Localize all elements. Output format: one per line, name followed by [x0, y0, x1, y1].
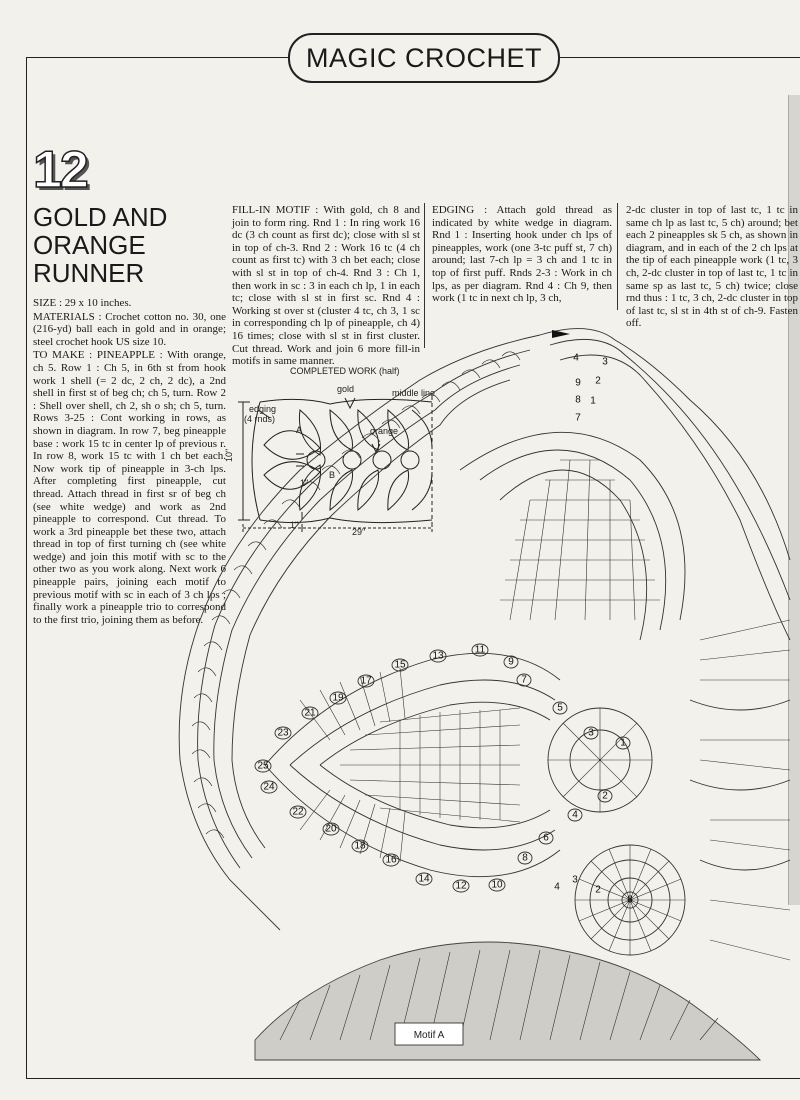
svg-text:13: 13	[432, 651, 444, 662]
svg-text:11: 11	[475, 645, 486, 656]
edging-number: 9	[575, 378, 581, 389]
svg-text:3: 3	[588, 728, 594, 739]
row-marker-9: 9	[503, 655, 519, 669]
orange-label: orange	[370, 426, 398, 436]
row-marker-13: 13	[429, 649, 447, 663]
row-marker-7: 7	[516, 673, 532, 687]
svg-text:10: 10	[491, 880, 503, 891]
edging-label: edging	[249, 404, 276, 414]
width-dimension: 29"	[352, 527, 365, 537]
binding-edge	[788, 95, 800, 905]
row-marker-12: 12	[452, 879, 470, 893]
row-marker-8: 8	[517, 851, 533, 865]
middle-line-label: middle line	[392, 388, 435, 398]
row-marker-10: 10	[488, 878, 506, 892]
crochet-chart: Motif A 4 3 9 2 8 1 7 25 24 23 22 21 20 …	[178, 328, 791, 1061]
svg-text:6: 6	[543, 833, 549, 844]
row-marker-6: 6	[538, 831, 554, 845]
small-dimension: 1"	[290, 520, 298, 530]
height-dimension: 10"	[224, 449, 234, 462]
svg-text:24: 24	[263, 782, 275, 793]
instructions-column-3: EDGING : Attach gold thread as indicated…	[432, 204, 612, 305]
pattern-title-line-1: GOLD AND	[33, 202, 168, 232]
instructions-column-2: FILL-IN MOTIF : With gold, ch 8 and join…	[232, 204, 420, 368]
row-marker-2: 2	[597, 789, 613, 803]
motif-round-number: 4	[554, 882, 560, 893]
row-marker-1: 1	[615, 736, 631, 750]
edging-rounds-label: (4 rnds)	[244, 414, 275, 424]
pattern-title-line-2: ORANGE	[33, 230, 146, 260]
svg-text:16: 16	[385, 855, 397, 866]
edging-number: 3	[602, 357, 608, 368]
row-marker-22: 22	[289, 805, 307, 819]
materials-paragraph: MATERIALS : Crochet cotton no. 30, one (…	[33, 310, 226, 348]
row-marker-11: 11	[471, 643, 489, 657]
pattern-number: 12	[32, 140, 89, 200]
region-b-label: B	[329, 470, 335, 480]
svg-text:12: 12	[455, 881, 467, 892]
column-rule	[424, 203, 425, 348]
row-marker-18: 18	[351, 839, 369, 853]
svg-text:2: 2	[602, 791, 608, 802]
fill-in-motif-paragraph: FILL-IN MOTIF : With gold, ch 8 and join…	[232, 204, 420, 368]
svg-text:21: 21	[304, 708, 316, 719]
completed-work-diagram: COMPLETED WORK (half) gold middle line e…	[224, 366, 435, 537]
svg-text:14: 14	[418, 874, 430, 885]
pattern-title: GOLD AND ORANGE RUNNER	[33, 203, 223, 287]
motif-round-number: 8	[627, 895, 633, 906]
svg-text:8: 8	[522, 853, 528, 864]
row-marker-17: 17	[357, 674, 375, 688]
instructions-column-4: 2-dc cluster in top of last tc, 1 tc in …	[626, 204, 798, 330]
motif-a-label: Motif A	[414, 1030, 445, 1041]
pattern-title-line-3: RUNNER	[33, 258, 145, 288]
row-marker-14: 14	[415, 872, 433, 886]
svg-text:19: 19	[332, 693, 344, 704]
edging-number: 1	[590, 396, 596, 407]
small-dimension-2: 1"	[300, 478, 308, 488]
svg-text:25: 25	[257, 761, 269, 772]
column-rule	[617, 203, 618, 310]
size-paragraph: SIZE : 29 x 10 inches.	[33, 297, 132, 309]
edging-number: 8	[575, 395, 581, 406]
magazine-title: MAGIC CROCHET	[288, 33, 560, 83]
motif-round-number: 2	[595, 885, 601, 896]
edging-number: 7	[575, 413, 581, 424]
svg-text:23: 23	[277, 728, 289, 739]
svg-text:15: 15	[394, 660, 406, 671]
row-number-markers: 25 24 23 22 21 20 19 18 17 16 15 14 13 1…	[254, 643, 631, 893]
svg-text:1: 1	[620, 738, 626, 749]
edging-continued-paragraph: 2-dc cluster in top of last tc, 1 tc in …	[626, 204, 798, 330]
row-marker-23: 23	[274, 726, 292, 740]
edging-paragraph: EDGING : Attach gold thread as indicated…	[432, 204, 612, 305]
row-marker-4: 4	[567, 808, 583, 822]
edging-number: 2	[595, 376, 601, 387]
row-marker-3: 3	[583, 726, 599, 740]
svg-text:17: 17	[360, 676, 372, 687]
row-marker-15: 15	[391, 658, 409, 672]
region-a-label: A	[296, 425, 302, 435]
svg-text:20: 20	[325, 824, 337, 835]
row-marker-25: 25	[254, 759, 272, 773]
to-make-paragraph: TO MAKE : PINEAPPLE : With orange, ch 5.…	[33, 349, 226, 626]
motif-round-number: 3	[572, 875, 578, 886]
svg-text:9: 9	[508, 657, 514, 668]
row-marker-21: 21	[301, 706, 319, 720]
row-marker-19: 19	[329, 691, 347, 705]
svg-text:22: 22	[292, 807, 304, 818]
svg-text:18: 18	[354, 841, 366, 852]
svg-text:7: 7	[521, 675, 527, 686]
instructions-column-1: SIZE : 29 x 10 inches. MATERIALS : Croch…	[33, 297, 226, 626]
svg-text:4: 4	[572, 810, 578, 821]
row-marker-16: 16	[382, 853, 400, 867]
svg-text:5: 5	[557, 703, 563, 714]
row-marker-20: 20	[322, 822, 340, 836]
edging-number: 4	[573, 353, 579, 364]
row-marker-5: 5	[552, 701, 568, 715]
row-marker-24: 24	[260, 780, 278, 794]
gold-label: gold	[337, 384, 354, 394]
completed-work-title: COMPLETED WORK (half)	[290, 366, 400, 376]
